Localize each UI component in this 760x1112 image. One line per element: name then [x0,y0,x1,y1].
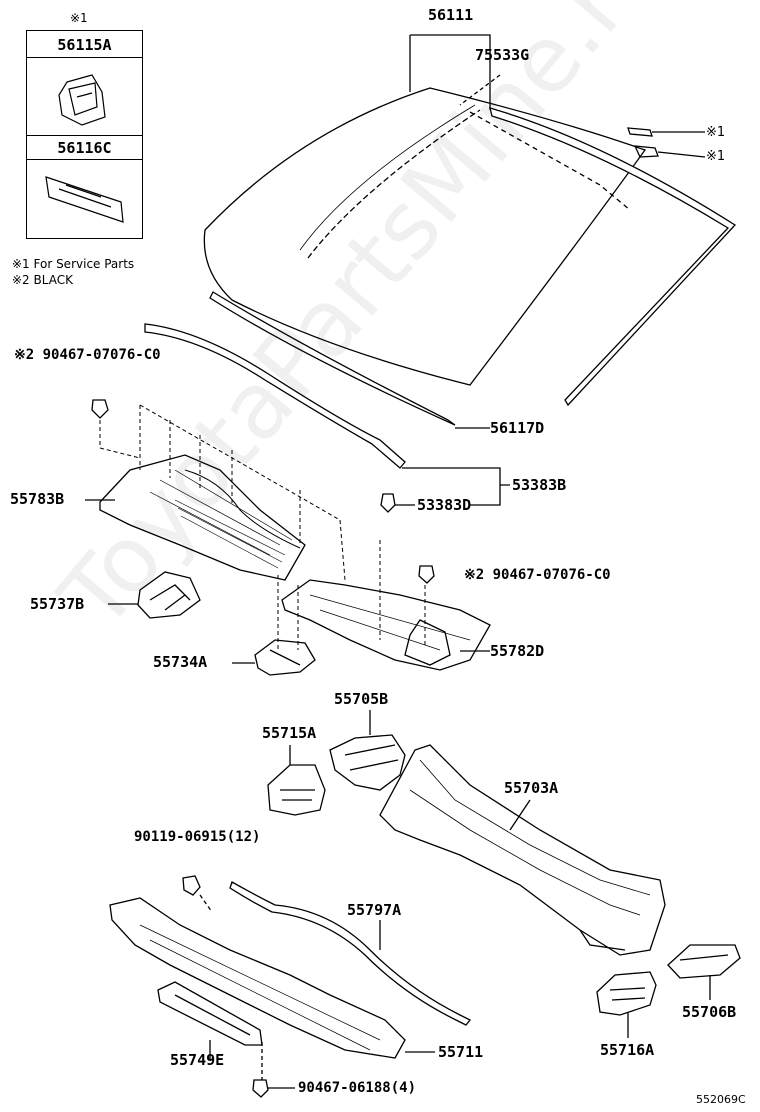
diagram-ref-code: 552069C [696,1093,746,1106]
windshield-inner-line [307,109,481,259]
legend-part-b-label: 56116C [57,139,112,157]
label-55737B: 55737B [30,595,85,613]
cowl-outer-55703A [379,744,666,956]
label-90119: 90119-06915(12) [134,829,261,845]
label-mark1b: ※1 [706,149,726,164]
label-90467-top: ※2 90467-07076-C0 [14,347,161,363]
part-55734A [254,639,316,676]
label-55734A: 55734A [153,653,208,671]
clip-56116C-icon [45,176,124,223]
label-53383B: 53383B [512,476,567,494]
clip-90467-bot [252,1079,269,1098]
label-55715A: 55715A [262,724,317,742]
label-56117D: 56117D [490,419,545,437]
label-90467-mid: ※2 90467-07076-C0 [464,567,611,583]
label-90467-bot: 90467-06188(4) [298,1080,417,1096]
label-75533G: 75533G [475,46,530,64]
label-55797A: 55797A [347,901,402,919]
part-55706B [667,944,741,979]
legend-divider-c [27,159,142,161]
windshield-glass [203,87,647,386]
label-55749E: 55749E [170,1051,225,1069]
note-service-parts: ※1 For Service Parts [12,257,135,271]
notes: ※1 For Service Parts ※2 BLACK [12,256,134,288]
label-55703A: 55703A [504,779,559,797]
label-55711: 55711 [438,1043,484,1061]
label-55716A: 55716A [600,1041,655,1059]
part-55715A [267,764,326,816]
clip-90467-mid [418,565,435,584]
part-55705B [329,734,406,791]
note-black: ※2 BLACK [12,273,73,287]
clip-service-b [633,145,659,158]
legend-divider-a [27,57,142,59]
legend-divider-b [27,135,142,137]
label-55782D: 55782D [490,642,545,660]
part-55716A [596,971,657,1016]
label-53383D: 53383D [417,496,472,514]
hood-seal [144,323,406,469]
label-55706B: 55706B [682,1003,737,1021]
label-55705B: 55705B [334,690,389,708]
seal-55797A [229,881,472,1026]
clip-53383D [380,493,396,513]
label-56111: 56111 [428,6,474,24]
label-55783B: 55783B [10,490,65,508]
clip-90467-top [91,399,109,419]
clip-56115A-icon [58,74,106,126]
legend-box: 56115A 56116C [26,30,143,239]
cowl-panel-55783B [99,454,306,581]
part-55737B [137,571,201,619]
clip-90119 [182,875,201,896]
legend-header-mark: ※1 [70,11,88,25]
glass-molding [489,107,737,407]
cowl-panel-55782D [281,579,491,671]
clip-service-a [627,127,653,137]
legend-part-a-label: 56115A [57,36,112,54]
label-mark1a: ※1 [706,125,726,140]
cowl-lower-55711 [109,897,406,1059]
